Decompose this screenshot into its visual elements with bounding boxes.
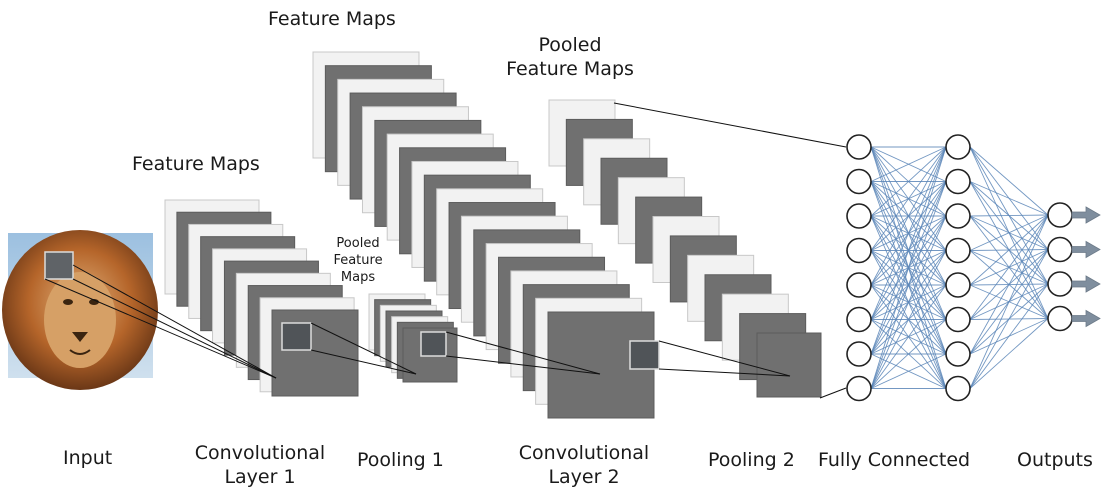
pooling-2-stack bbox=[548, 99, 822, 398]
fc-edge bbox=[870, 146, 947, 389]
label-input: Input bbox=[63, 447, 113, 469]
conv-layer-1-stack bbox=[164, 199, 359, 397]
fc-edge bbox=[969, 146, 1049, 216]
fc-node bbox=[945, 375, 971, 402]
output-arrow-icon bbox=[1071, 240, 1101, 259]
mapping-lines bbox=[44, 102, 847, 399]
fc-edge bbox=[870, 353, 947, 389]
fc-edge bbox=[870, 146, 947, 182]
output-arrow-icon bbox=[1071, 275, 1101, 293]
pool1-receptive-field bbox=[420, 331, 447, 357]
fc-edge bbox=[969, 214, 1049, 389]
fully-connected-nodes bbox=[846, 134, 1073, 402]
fc-edge bbox=[969, 214, 1049, 286]
fc-node bbox=[945, 134, 971, 160]
fc-node bbox=[846, 306, 872, 333]
input-image bbox=[2, 230, 158, 390]
label-conv1-line1: Convolutional bbox=[194, 442, 326, 464]
fc-edge bbox=[969, 283, 1049, 389]
label-pooled-small-line1: Pooled bbox=[336, 236, 380, 251]
label-conv2-line2: Layer 2 bbox=[548, 465, 620, 488]
output-arrow-icon bbox=[1071, 309, 1101, 328]
input-receptive-field bbox=[44, 251, 74, 280]
fc-edge bbox=[870, 319, 947, 389]
fc-node bbox=[945, 237, 971, 264]
label-outputs: Outputs bbox=[1017, 449, 1093, 471]
label-pooled-feature-maps-top-line2: Feature Maps bbox=[506, 57, 634, 80]
output-node bbox=[1047, 202, 1073, 228]
label-pooled-small-line3: Maps bbox=[340, 269, 376, 285]
label-pooling-1: Pooling 1 bbox=[357, 449, 444, 471]
label-conv-layer-1: Convolutional Layer 1 bbox=[190, 442, 330, 490]
label-pooled-small-line2: Feature bbox=[333, 252, 383, 268]
fc-edge bbox=[870, 250, 947, 389]
fc-node bbox=[846, 168, 872, 195]
fc-edge bbox=[969, 214, 1049, 355]
fc-edge bbox=[969, 249, 1049, 389]
fc-edge bbox=[870, 146, 947, 217]
fc-node bbox=[846, 134, 872, 160]
fc-edge bbox=[969, 181, 1049, 216]
feature-map bbox=[756, 332, 822, 398]
fc-node bbox=[945, 272, 971, 298]
fc-node bbox=[846, 341, 872, 367]
label-conv2-line1: Convolutional bbox=[518, 442, 650, 464]
fc-edge bbox=[969, 214, 1049, 217]
fc-edge bbox=[870, 146, 947, 286]
conv2-receptive-field bbox=[629, 340, 660, 370]
label-pooled-feature-maps-top: Pooled Feature Maps bbox=[500, 34, 640, 82]
fc-edge bbox=[870, 215, 947, 389]
fc-node bbox=[846, 375, 872, 402]
fc-node bbox=[846, 237, 872, 264]
fc-node bbox=[945, 203, 971, 229]
fc-edge bbox=[969, 214, 1049, 320]
fc-edge bbox=[870, 181, 947, 389]
label-feature-maps-left: Feature Maps bbox=[132, 153, 260, 175]
output-arrow-icon bbox=[1071, 206, 1101, 224]
fc-edge bbox=[870, 146, 947, 355]
fc-edge bbox=[969, 214, 1049, 251]
fc-edge bbox=[969, 318, 1049, 389]
label-feature-maps-top: Feature Maps bbox=[268, 8, 396, 30]
fc-edge bbox=[870, 146, 947, 320]
fc-node bbox=[945, 341, 971, 367]
output-node bbox=[1047, 271, 1073, 297]
label-pooled-feature-maps-top-line1: Pooled bbox=[538, 34, 602, 56]
label-pooling-2: Pooling 2 bbox=[708, 449, 795, 471]
fc-node bbox=[846, 203, 872, 229]
conv1-receptive-field bbox=[281, 322, 312, 351]
fc-edge bbox=[870, 146, 947, 251]
label-pooled-feature-maps-small: Pooled Feature Maps bbox=[325, 236, 391, 287]
fc-node bbox=[846, 272, 872, 298]
fc-edge bbox=[870, 284, 947, 389]
fc-node bbox=[945, 168, 971, 195]
label-conv1-line2: Layer 1 bbox=[224, 465, 296, 488]
label-conv-layer-2: Convolutional Layer 2 bbox=[514, 442, 654, 490]
output-node bbox=[1047, 305, 1073, 332]
output-arrows bbox=[1071, 206, 1101, 328]
fc-node bbox=[945, 306, 971, 333]
label-fully-connected: Fully Connected bbox=[818, 449, 971, 471]
fully-connected-edges bbox=[870, 146, 1049, 389]
output-node bbox=[1047, 236, 1073, 263]
